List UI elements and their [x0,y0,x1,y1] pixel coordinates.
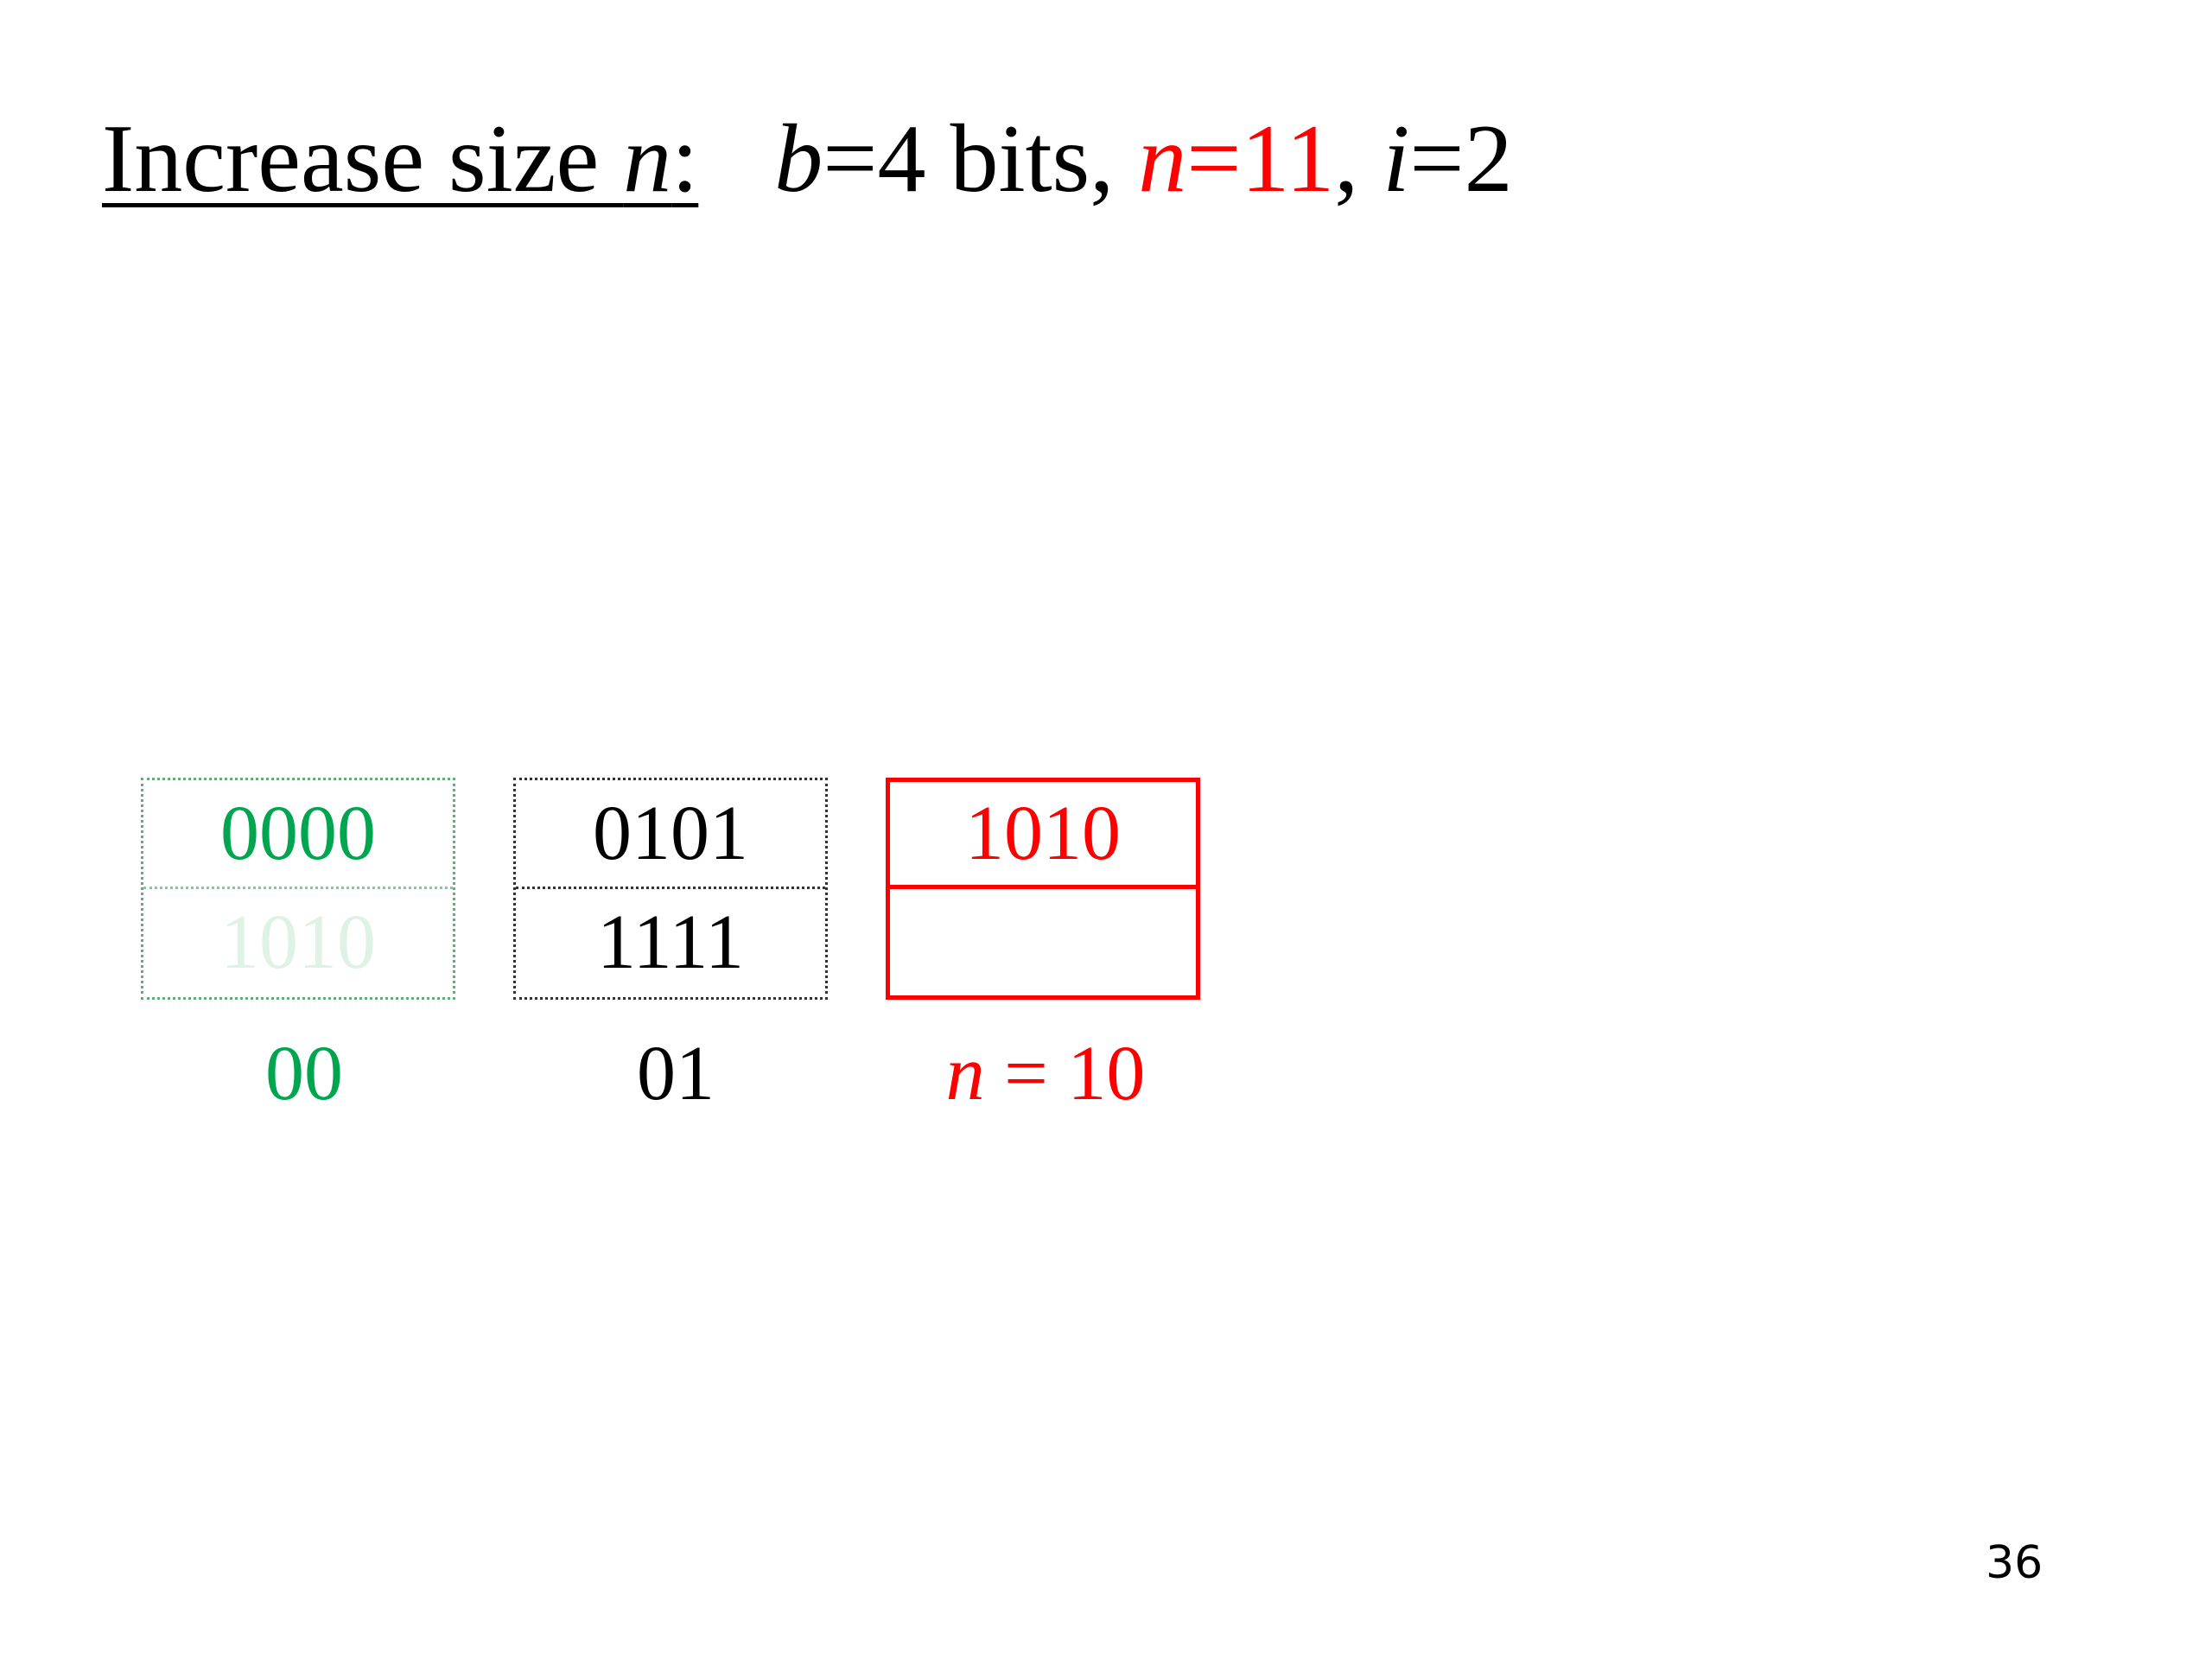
bucket-10-label-var: n [945,1031,985,1116]
bucket-10-label-value: = 10 [984,1031,1146,1116]
slide-title: Increase size n:b=4 bits, n=11, i=2 [102,111,1513,207]
page-number: 36 [1986,1537,2044,1589]
title-n-var: n [1138,105,1187,213]
bucket-10-slot-2 [890,889,1196,996]
title-lead-var: n [623,105,672,213]
title-heading: Increase size n: [102,105,698,213]
title-lead-text: Increase size [102,105,624,213]
bucket-00: 0000 1010 [141,778,455,1000]
bucket-00-label: 00 [265,1031,343,1116]
title-n-group: n=11 [1138,105,1334,213]
title-i-var: i [1382,105,1410,213]
title-b-var: b [774,105,823,213]
bucket-01-label: 01 [637,1031,715,1116]
bucket-01-slot-1: 0101 [516,780,825,889]
title-lead-colon: : [671,105,699,213]
title-b-value: =4 bits, [823,105,1139,213]
bucket-10-new: 1010 [886,778,1200,1000]
bucket-00-slot-1: 0000 [143,780,453,889]
bucket-10-slot-1: 1010 [890,782,1196,889]
bucket-10-label: n = 10 [888,1035,1203,1113]
title-separator: , [1334,105,1383,213]
bucket-01: 0101 1111 [513,778,828,1000]
bucket-01-slot-2: 1111 [597,899,744,986]
bucket-00-slot-2: 1010 [220,899,376,986]
title-n-value: =11 [1186,105,1335,213]
title-i-value: =2 [1409,105,1513,213]
